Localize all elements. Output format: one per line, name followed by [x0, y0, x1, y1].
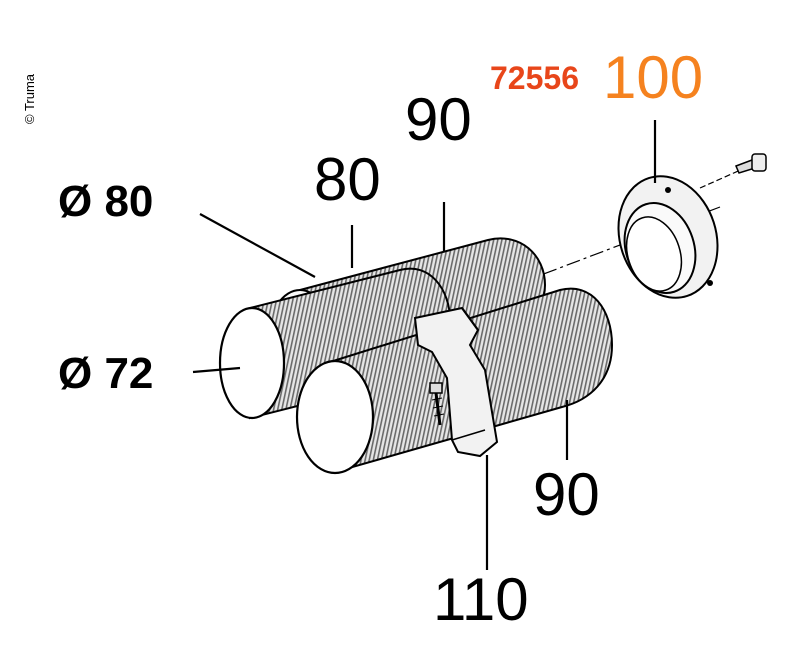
- length-90-bottom-label: 90: [533, 461, 600, 528]
- wall-flange: [617, 175, 719, 299]
- diameter-80-label: Ø 80: [58, 177, 154, 226]
- part-number-label: 72556: [490, 60, 579, 96]
- clamp-screw-icon: [429, 382, 445, 426]
- inner-pipe-left: [218, 267, 452, 420]
- diameter-72-label: Ø 72: [58, 349, 154, 398]
- pipe-clamp: [413, 306, 499, 458]
- length-80-label: 80: [314, 146, 381, 213]
- flange-screw-icon: [699, 153, 767, 189]
- copyright-text: © Truma: [22, 73, 37, 124]
- length-100-label: 100: [603, 44, 704, 111]
- length-110-label: 110: [433, 566, 529, 633]
- leader-lines: [192, 120, 657, 570]
- length-90-top-label: 90: [405, 86, 472, 153]
